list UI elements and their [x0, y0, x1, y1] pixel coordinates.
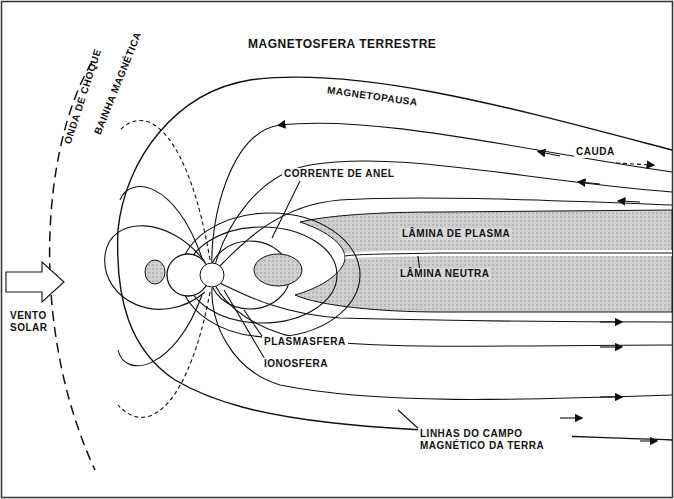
region-label: CORRENTE DE ANEL [282, 168, 396, 180]
region-label: LÂMINA DE PLASMA [400, 228, 512, 240]
region-label: CAUDA [574, 146, 617, 158]
flow-label: VENTO SOLAR [10, 310, 54, 333]
region-label: PLASMASFERA [262, 336, 348, 348]
diagram-title: MAGNETOSFERA TERRESTRE [248, 38, 436, 52]
field-label: LINHAS DO CAMPO MAGNÉTICO DA TERRA [418, 428, 572, 451]
region-label: IONOSFERA [262, 358, 330, 370]
region-label: LÂMINA NEUTRA [398, 268, 491, 280]
